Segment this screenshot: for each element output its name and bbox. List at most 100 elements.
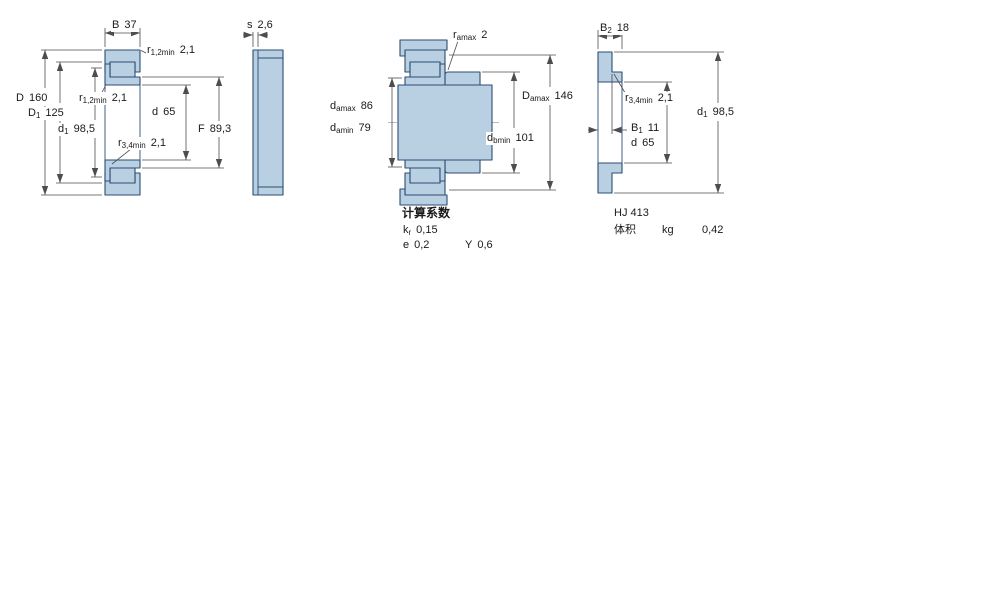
dim-subscript: 3,4min xyxy=(628,96,653,105)
dim-symbol: B xyxy=(112,19,120,31)
dim-lines-d1-ring xyxy=(614,51,724,194)
bearing-bottom-section xyxy=(104,159,141,196)
dim-value: 160 xyxy=(28,92,48,104)
dim-symbol: r xyxy=(453,29,457,41)
mounting-view xyxy=(388,39,556,206)
dim-value: 2,1 xyxy=(111,92,127,104)
dim-subscript: amax xyxy=(529,94,550,103)
dim-symbol: d xyxy=(58,123,65,135)
roller xyxy=(409,61,441,78)
dim-symbol: r xyxy=(625,92,629,104)
dim-label-d1: d1 98,5 xyxy=(57,123,96,136)
shaft xyxy=(397,84,493,161)
shaft-shoulder xyxy=(444,159,481,174)
ring-profile xyxy=(252,49,284,196)
dim-symbol: r xyxy=(79,92,83,104)
dim-lines-D xyxy=(41,49,102,196)
bearing-bottom-section xyxy=(404,159,446,196)
dim-value: 2 xyxy=(481,29,488,41)
dim-value: 2,6 xyxy=(257,19,273,31)
dim-symbol: s xyxy=(247,19,253,31)
mass-unit: kg xyxy=(662,224,674,237)
mass-value: 0,42 xyxy=(702,224,724,237)
dim-label-B: B 37 xyxy=(111,19,138,32)
dim-value: 2,1 xyxy=(179,44,195,56)
dim-value: 37 xyxy=(124,19,137,31)
angle-ring xyxy=(597,51,623,83)
dim-symbol: r xyxy=(118,137,122,149)
dim-lines-B xyxy=(104,28,141,47)
calculation-factors-title: 计算系数 xyxy=(402,206,451,221)
dim-symbol: d xyxy=(697,106,704,118)
dim-value: 2,1 xyxy=(150,137,166,149)
dim-value: 98,5 xyxy=(712,106,734,118)
dim-symbol: D xyxy=(28,107,36,119)
dim-value: 125 xyxy=(45,107,64,119)
dim-symbol: B xyxy=(600,22,608,34)
dim-label-d-ring: d 65 xyxy=(630,137,656,150)
dim-lines-s xyxy=(243,31,268,47)
shaft-shoulder xyxy=(444,71,481,86)
dim-symbol: B xyxy=(631,122,639,134)
dim-label-D: D 160 xyxy=(15,92,49,105)
factor-symbol: e xyxy=(403,239,410,251)
dim-symbol: D xyxy=(16,92,24,104)
dim-label-ramax: ramax 2 xyxy=(452,29,489,42)
dim-subscript: 1 xyxy=(638,126,643,135)
bearing-top-section xyxy=(404,49,446,86)
factor-value: 0,15 xyxy=(416,224,438,236)
dim-subscript: amax xyxy=(456,33,477,42)
housing xyxy=(399,188,448,206)
mass-label: 体积 xyxy=(614,224,636,237)
dim-lines-Damax xyxy=(449,54,556,191)
r-leader xyxy=(111,148,132,165)
dim-value: 18 xyxy=(616,22,630,34)
dim-subscript: 1 xyxy=(703,110,708,119)
dim-value: 89,3 xyxy=(209,123,232,135)
factor-e: e 0,2 xyxy=(402,239,431,252)
dim-lines-B1 xyxy=(588,74,627,134)
dim-label-d1-ring: d1 98,5 xyxy=(696,106,735,119)
dim-subscript: 2 xyxy=(607,26,612,35)
factor-value: 0,2 xyxy=(414,239,430,251)
ring-designation: HJ 413 xyxy=(614,207,649,220)
inner-ring xyxy=(404,63,446,86)
dim-value: 98,5 xyxy=(73,123,95,135)
dim-symbol: F xyxy=(198,123,205,135)
dim-subscript: bmin xyxy=(493,136,511,145)
housing xyxy=(399,39,448,57)
dim-label-F: F 89,3 xyxy=(197,123,233,136)
dim-symbol: d xyxy=(152,106,159,118)
dim-value: 11 xyxy=(647,122,660,134)
dim-label-r34: r3,4min 2,1 xyxy=(117,137,167,150)
dim-symbol: D xyxy=(522,90,530,102)
r-leader xyxy=(447,40,459,71)
angle-ring xyxy=(597,162,623,194)
dim-symbol: d xyxy=(631,137,638,149)
dim-value: 65 xyxy=(642,137,655,149)
roller xyxy=(109,61,136,78)
roller xyxy=(109,167,136,184)
dim-value: 86 xyxy=(360,100,373,112)
factor-symbol: k xyxy=(403,224,409,236)
dim-lines-d xyxy=(142,84,191,161)
dim-subscript: 1 xyxy=(64,127,69,136)
dim-symbol: d xyxy=(330,100,337,112)
dim-subscript: 3,4min xyxy=(121,141,146,150)
dim-value: 79 xyxy=(358,122,371,134)
roller xyxy=(409,167,441,184)
dim-subscript: 1 xyxy=(35,111,41,120)
dim-label-s: s 2,6 xyxy=(246,19,274,32)
dim-symbol: d xyxy=(330,122,337,134)
